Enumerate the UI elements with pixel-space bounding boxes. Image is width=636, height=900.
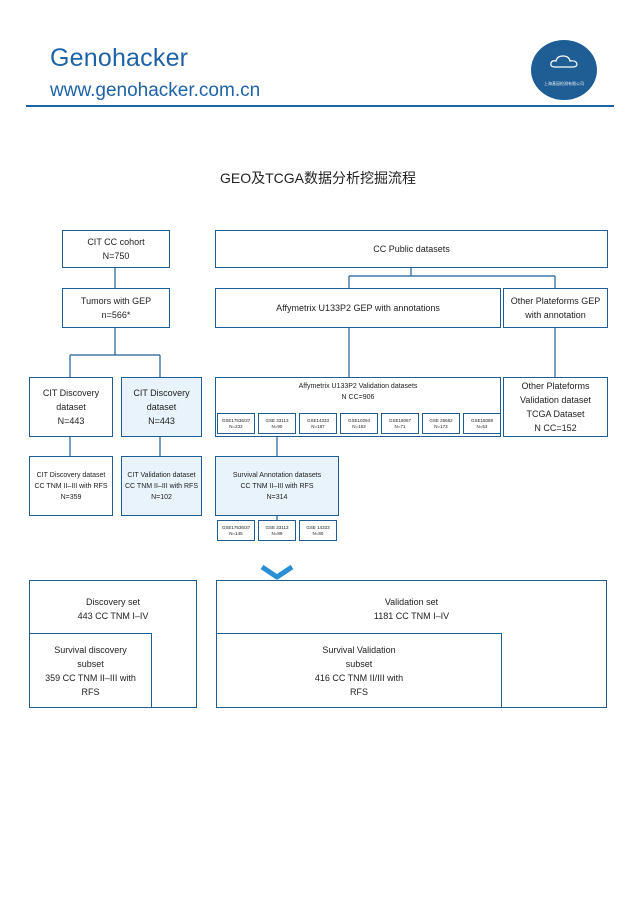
survival-discovery-line4: RFS [81, 686, 100, 697]
cc-public-datasets-box: CC Public datasets [215, 230, 608, 268]
gse-survival-item-id: GSE17536/37 [221, 524, 251, 530]
cit-discovery-rfs-line3: N=359 [60, 493, 82, 501]
gse-survival-item-id: GSE 14333 [306, 524, 330, 530]
cit-cohort-box: CIT CC cohort N=750 [62, 230, 170, 268]
brand-url: www.genohacker.com.cn [50, 80, 261, 101]
other-validation-line4: N CC=152 [534, 423, 577, 433]
gse-validation-item-n: N=187 [311, 423, 325, 429]
survival-validation-line3: 416 CC TNM II/III with [314, 672, 404, 683]
gse-survival-item-id: GSE 33113 [265, 524, 289, 530]
cit-discovery-a-line3: N=443 [57, 416, 85, 426]
survival-discovery-line1: Survival discovery [54, 644, 127, 655]
cit-discovery-b-line1: CIT Discovery [133, 388, 190, 398]
cit-discovery-rfs-line1: CIT Discovery dataset [36, 471, 106, 479]
other-platforms-validation-box: Other Plateforms Validation dataset TCGA… [503, 377, 608, 437]
survival-annotation-line1: Survival Annotation datasets [232, 471, 322, 479]
gse-validation-item-n: N=53 [476, 423, 488, 429]
discovery-set-line2: 443 CC TNM I–IV [77, 611, 149, 621]
cit-cohort-line1: CIT CC cohort [87, 237, 145, 247]
tumors-gep-line2: n=566* [101, 310, 131, 320]
diagram-title: GEO及TCGA数据分析挖掘流程 [219, 170, 416, 186]
down-chevron-icon [260, 564, 294, 580]
gse-validation-item-n: N=90 [271, 423, 283, 429]
survival-discovery-subset-box: Survival discovery subset 359 CC TNM II–… [29, 633, 152, 708]
cit-discovery-b-line2: dataset [146, 402, 177, 412]
gse-validation-item-n: N=71 [394, 423, 406, 429]
gse-validation-item-id: GSE 33113 [265, 417, 289, 423]
cit-discovery-rfs-box: CIT Discovery dataset CC TNM II–III with… [29, 456, 113, 516]
gse-validation-item-n: N=153 [352, 423, 366, 429]
other-gep-line1: Other Plateforms GEP [510, 296, 601, 306]
cit-discovery-b-line3: N=443 [148, 416, 175, 426]
gse-survival-item-n: N=89 [271, 530, 283, 536]
gse-validation-item-id: GSE18067 [388, 417, 412, 423]
tumors-gep-line1: Tumors with GEP [80, 296, 152, 306]
gse-validation-item-id: GSE 26682 [429, 417, 453, 423]
gse-validation-item-id: GSE17536/37 [221, 417, 251, 423]
company-logo: 上海基因检测有限公司 [531, 40, 597, 100]
cit-validation-rfs-box: CIT Validation dataset CC TNM II–III wit… [121, 456, 202, 516]
validation-set-line2: 1181 CC TNM I–IV [373, 611, 450, 621]
survival-annotation-line2: CC TNM II–III with RFS [240, 482, 314, 490]
other-validation-line1: Other Plateforms [521, 381, 590, 391]
discovery-set-line1: Discovery set [85, 597, 140, 607]
cit-discovery-dataset-highlight-box: CIT Discovery dataset N=443 [121, 377, 202, 437]
survival-discovery-line3: 359 CC TNM II–III with [45, 672, 136, 683]
gse-validation-item-id: GSE10294 [347, 417, 371, 423]
affymetrix-gep-box: Affymetrix U133P2 GEP with annotations [215, 288, 501, 328]
cit-discovery-a-line2: dataset [56, 402, 86, 412]
cit-discovery-rfs-line2: CC TNM II–III with RFS [34, 482, 108, 490]
other-validation-line2: Validation dataset [520, 395, 591, 405]
cit-cohort-line2: N=750 [102, 251, 130, 261]
gse-survival-item-n: N=145 [229, 530, 243, 536]
affymetrix-gep-label: Affymetrix U133P2 GEP with annotations [276, 303, 440, 313]
survival-validation-line4: RFS [350, 686, 368, 697]
survival-validation-line1: Survival Validation [322, 644, 396, 655]
tumors-gep-box: Tumors with GEP n=566* [62, 288, 170, 328]
survival-validation-subset-box: Survival Validation subset 416 CC TNM II… [216, 633, 502, 708]
cc-public-label: CC Public datasets [373, 244, 450, 254]
survival-discovery-line2: subset [77, 658, 104, 669]
validation-set-line1: Validation set [384, 597, 439, 607]
cit-discovery-a-line1: CIT Discovery [42, 388, 100, 398]
cit-validation-rfs-line1: CIT Validation dataset [127, 471, 196, 479]
logo-subtext: 上海基因检测有限公司 [544, 81, 584, 86]
affy-validation-line2: N CC=906 [341, 394, 375, 401]
survival-annotation-line3: N=314 [266, 493, 288, 501]
header-divider [26, 105, 614, 107]
cit-validation-rfs-line2: CC TNM II–III with RFS [125, 482, 198, 490]
cloud-icon [550, 55, 578, 68]
gse-validation-item-id: GSE18088 [470, 417, 494, 423]
gse-validation-item-id: GSE14333 [306, 417, 330, 423]
other-validation-line3: TCGA Dataset [526, 409, 585, 419]
affy-validation-line1: Affymetrix U133P2 Validation datasets [298, 383, 418, 390]
survival-validation-line2: subset [345, 658, 373, 669]
gse-validation-item-n: N=232 [229, 423, 243, 429]
cit-discovery-dataset-box: CIT Discovery dataset N=443 [29, 377, 113, 437]
brand-name: Genohacker [50, 44, 189, 72]
gse-validation-item-n: N=173 [434, 423, 448, 429]
gse-survival-item-n: N=80 [312, 530, 324, 536]
other-gep-line2: with annotation [525, 310, 586, 320]
other-platforms-gep-box: Other Plateforms GEP with annotation [503, 288, 608, 328]
cit-validation-rfs-line3: N=102 [151, 493, 172, 501]
survival-annotation-box: Survival Annotation datasets CC TNM II–I… [215, 456, 339, 516]
